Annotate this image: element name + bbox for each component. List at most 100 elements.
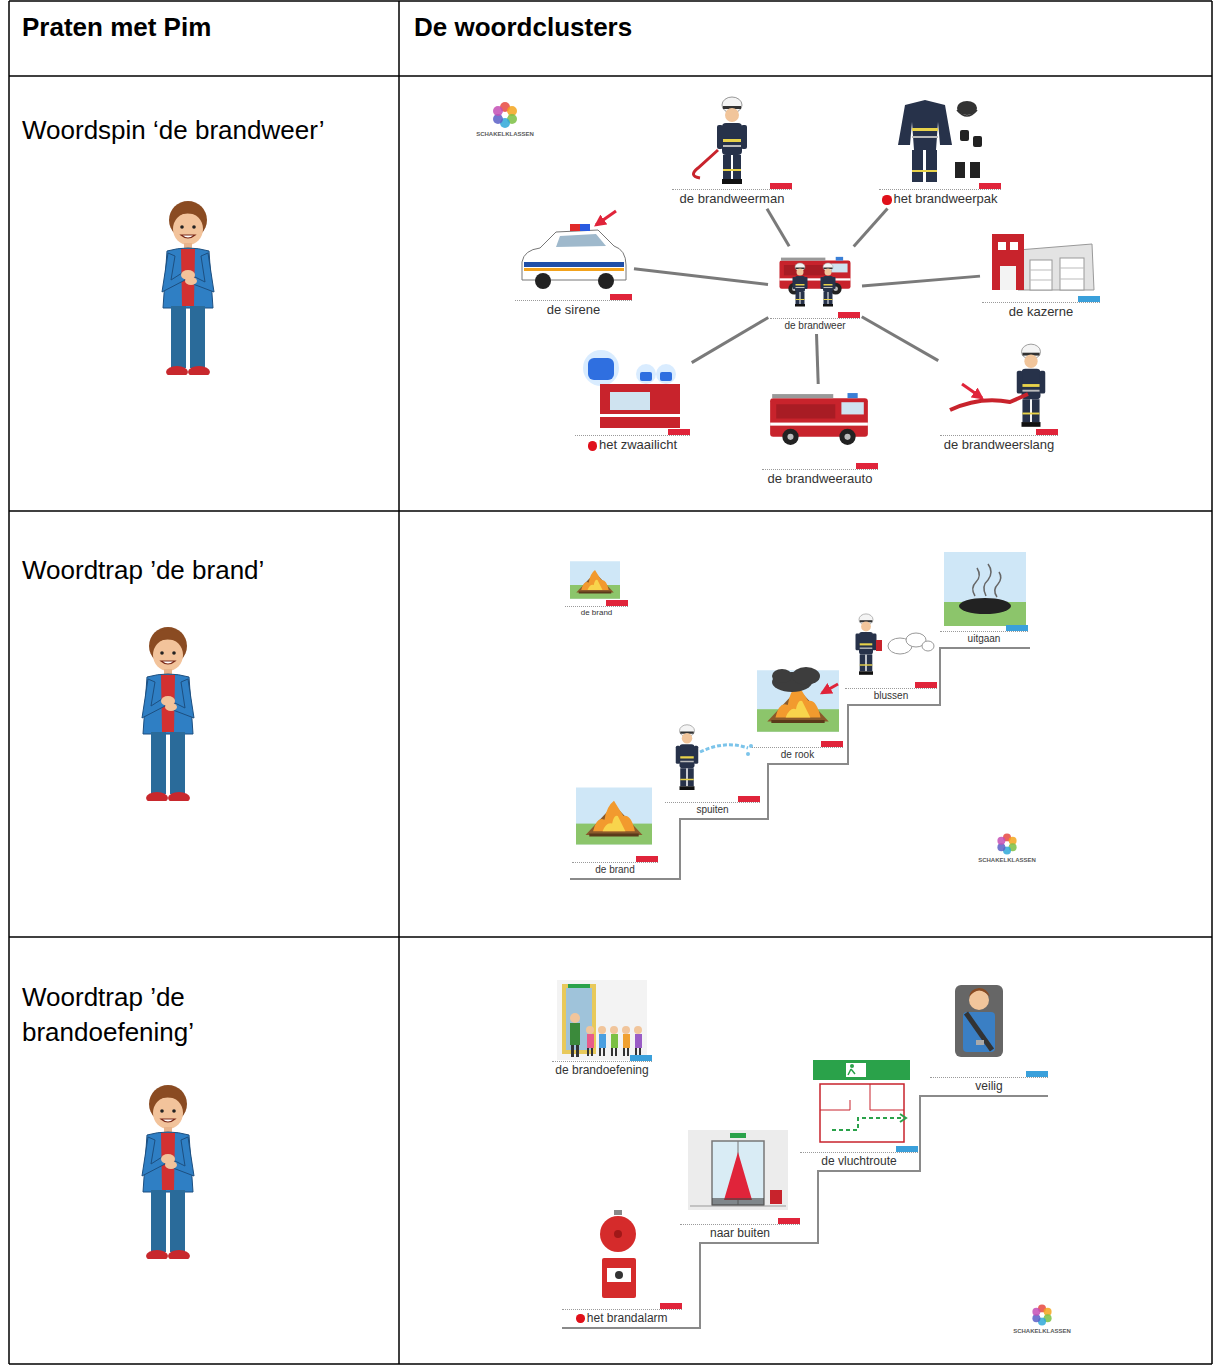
table-grid-part (9, 75, 1212, 77)
word-text: de brandweerman (680, 191, 785, 206)
fire-hose-picture-part (950, 394, 1028, 410)
firefighter-picture (693, 97, 747, 184)
stair-lines-part (570, 648, 1030, 879)
word-card: de kazerne (982, 222, 1100, 320)
word-label: veilig (930, 1077, 1048, 1093)
police-car-picture-part (524, 262, 624, 267)
word-card: naar buiten (680, 1126, 800, 1240)
word-text-wrap: de brand (581, 608, 613, 618)
police-car-picture-part (522, 230, 626, 280)
word-text: veilig (975, 1079, 1002, 1093)
flashing-light-picture-part (600, 414, 680, 417)
cell-text: Woordtrap ’de brandoefening’ (22, 980, 352, 1050)
word-tag (896, 1146, 918, 1152)
cell-text: Woordtrap ’de brand’ (22, 553, 382, 588)
word-text: de sirene (547, 302, 600, 317)
spraying-picture-part (676, 725, 699, 790)
fire-drill-picture-part (634, 1026, 642, 1034)
extinguishing-picture-part (876, 640, 882, 651)
fire-station-picture-part (998, 242, 1006, 250)
fire-alarm-picture-part (614, 1230, 622, 1238)
escape-route-picture-part (848, 1069, 855, 1075)
word-text: de brandweer (784, 320, 845, 331)
word-tag (856, 463, 878, 469)
fire-drill-picture-part (576, 1045, 579, 1057)
spider-line (862, 276, 980, 286)
fire-station-picture-part (1060, 268, 1084, 269)
escape-route-picture-part (820, 1084, 904, 1110)
word-tag (636, 856, 658, 862)
escape-route-picture-part (900, 1114, 906, 1122)
cell-text: Woordspin ‘de brandweer’ (22, 113, 382, 148)
word-card: de brand (572, 783, 658, 876)
word-text-wrap: het brandweerpak (882, 191, 997, 207)
word-label: de sirene (515, 300, 632, 318)
word-card: de brandweerauto (762, 386, 878, 487)
stair-lines (570, 648, 1030, 879)
ladder-fire-pictures (570, 552, 1030, 879)
fire-station-picture-part (1030, 260, 1052, 290)
word-tag (668, 429, 690, 435)
firesuit-picture-part (912, 136, 938, 138)
fire-out-picture-part (973, 568, 980, 596)
fire-out-picture-part (995, 572, 1001, 597)
fire-brigade-picture (779, 257, 850, 307)
police-car-picture-part (580, 224, 590, 231)
word-tag (738, 796, 760, 802)
word-text: de rook (781, 749, 814, 760)
table-grid (9, 1, 1212, 1364)
fire-alarm-picture-part (600, 1216, 636, 1252)
table-grid-part (8, 1, 10, 1364)
police-car-picture-part (598, 273, 614, 289)
go-outside-picture-part (688, 1130, 788, 1210)
safe-picture-part (966, 1013, 992, 1050)
fire-station-picture-part (1018, 244, 1094, 290)
flashing-light-picture-part (588, 358, 614, 380)
flashing-light-picture-part (583, 350, 619, 386)
word-text: de brandweerslang (944, 437, 1055, 452)
fire-drill-picture-part (587, 1034, 594, 1048)
spider-pictures (493, 97, 1094, 445)
fire-hose-picture (950, 344, 1045, 427)
fire-drill-picture-part (635, 1034, 642, 1048)
word-text: spuiten (696, 804, 728, 815)
police-car-picture-part (535, 273, 551, 289)
word-label: de brandoefening (552, 1061, 652, 1077)
logo-text: SCHAKELKLASSEN (476, 131, 534, 137)
go-outside-picture-part (724, 1152, 752, 1200)
article-dot (882, 195, 891, 204)
fire-station-picture-part (1030, 270, 1052, 271)
go-outside-picture-part (730, 1133, 746, 1138)
word-card: het zwaailicht (575, 342, 690, 453)
stair-lines (562, 1096, 1048, 1328)
pim-figures (142, 201, 214, 1262)
fire-drill-picture-part (611, 1034, 618, 1048)
word-text: de brandweerauto (768, 471, 873, 486)
word-label: de brand (565, 606, 628, 618)
word-text-wrap: de kazerne (1009, 304, 1073, 320)
word-card: blussen (845, 608, 937, 702)
firesuit-picture-part (912, 170, 937, 172)
word-label: de kazerne (982, 302, 1100, 320)
fire-drill-picture (557, 980, 647, 1060)
word-tag (915, 682, 937, 688)
word-card: het brandalarm (562, 1207, 682, 1325)
word-text-wrap: de brandoefening (555, 1063, 648, 1077)
word-text-wrap: blussen (874, 690, 908, 702)
spider-line (692, 318, 769, 363)
firesuit-picture (898, 100, 982, 182)
fire-drill-picture-part (571, 1045, 574, 1057)
ladder-drill-pictures (557, 980, 1052, 1328)
spraying-picture (676, 725, 753, 790)
table-row-title: Woordtrap ’de brandoefening’ (22, 980, 352, 1050)
extinguishing-picture-part (856, 614, 877, 675)
fire-hose-picture-part (962, 384, 982, 398)
word-text: de brand (581, 608, 613, 617)
spraying-picture-part (700, 745, 748, 752)
word-card: de brandoefening (552, 977, 652, 1077)
smoke-picture (757, 667, 839, 732)
word-card: de brand (565, 557, 628, 618)
word-label: uitgaan (940, 631, 1028, 645)
